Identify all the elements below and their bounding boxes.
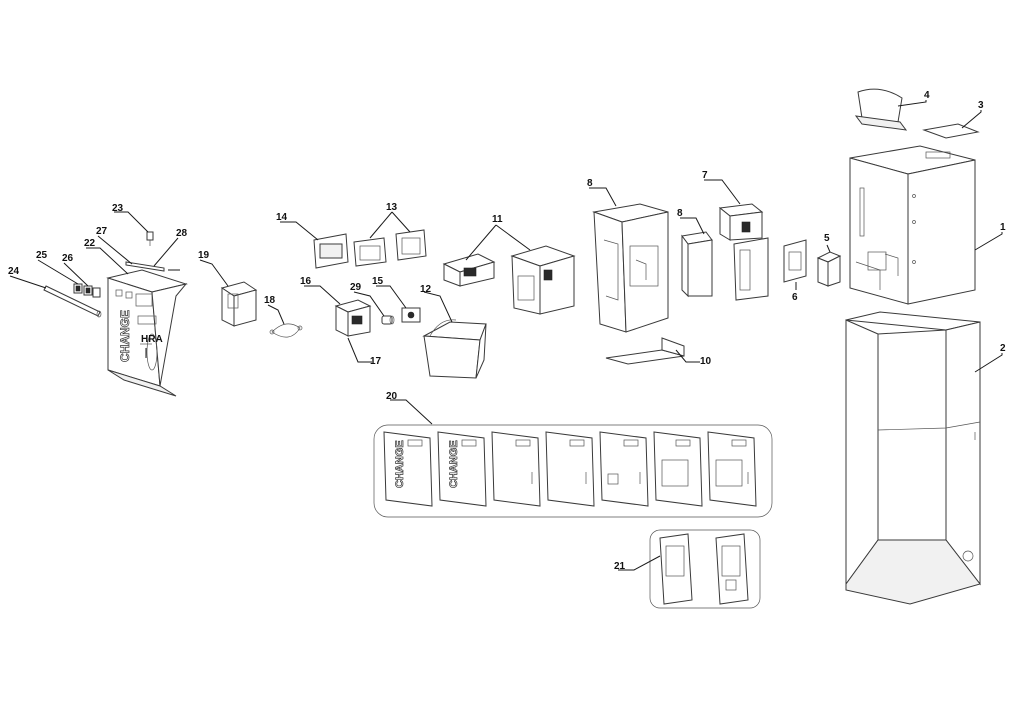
part-7-validator — [718, 203, 769, 301]
panel-c — [491, 431, 541, 507]
part-10-tray — [605, 337, 685, 365]
callout-5: 5 — [824, 233, 830, 244]
callout-8-hopper: 8 — [587, 178, 593, 189]
panel-e — [599, 431, 649, 507]
callout-10: 10 — [700, 356, 712, 367]
callout-21: 21 — [614, 561, 626, 572]
callout-7: 7 — [702, 170, 708, 181]
part-15-lock — [401, 307, 421, 323]
part-8-tube — [681, 231, 713, 298]
callout-1: 1 — [1000, 222, 1006, 233]
part-24-rod — [43, 285, 102, 318]
part-13-frame-a — [353, 237, 387, 267]
part-4-header — [854, 88, 908, 131]
callout-29: 29 — [350, 282, 362, 293]
part-26-button — [83, 285, 101, 298]
panel-a-change-text: CHANGE — [394, 440, 406, 488]
part-2-stand — [845, 311, 981, 605]
callout-23: 23 — [112, 203, 124, 214]
callout-12: 12 — [420, 284, 432, 295]
callout-20: 20 — [386, 391, 398, 402]
callout-25: 25 — [36, 250, 48, 261]
panel-f — [653, 431, 703, 507]
part-12-bucket — [422, 319, 487, 379]
panel-g — [707, 431, 757, 507]
part-14-display — [313, 233, 349, 269]
part-18-cable — [269, 323, 303, 338]
panel-a: CHANGE — [383, 431, 433, 507]
callout-3: 3 — [978, 100, 984, 111]
callout-6: 6 — [792, 292, 798, 303]
part-hopper-housing — [592, 203, 669, 333]
callout-24: 24 — [8, 266, 20, 277]
callout-2: 2 — [1000, 343, 1006, 354]
part-11-coin-mech-b — [510, 245, 576, 315]
part-27-strip — [125, 261, 165, 272]
callout-14: 14 — [276, 212, 288, 223]
callout-4: 4 — [924, 90, 930, 101]
part-13-frame-b — [395, 229, 427, 261]
part-11-coin-mech-a — [442, 253, 496, 287]
part-5-box — [816, 251, 842, 287]
panel-b-change-text: CHANGE — [448, 440, 460, 488]
part-21-side-panel-group — [649, 529, 761, 609]
callout-16: 16 — [300, 276, 312, 287]
callout-27: 27 — [96, 226, 108, 237]
part-23-screw — [146, 231, 154, 246]
callout-8-tube: 8 — [677, 208, 683, 219]
callout-17: 17 — [370, 356, 382, 367]
callout-26: 26 — [62, 253, 74, 264]
part-3-plate — [922, 123, 980, 139]
part-16-coin-entry — [334, 299, 372, 337]
front-door-change-text: CHANGE — [118, 310, 132, 362]
part-6-plate — [783, 239, 807, 283]
side-panel-b — [715, 533, 749, 605]
front-door-brand-text: HRA — [141, 334, 163, 345]
side-panel-a — [659, 533, 693, 605]
callout-11: 11 — [492, 214, 503, 225]
panel-b: CHANGE — [437, 431, 487, 507]
part-20-panel-group: CHANGE CHANGE — [373, 424, 773, 518]
leader-lines — [9, 100, 1003, 571]
callout-15: 15 — [372, 276, 384, 287]
part-19-chute — [220, 281, 258, 327]
callout-28: 28 — [176, 228, 188, 239]
part-22-front-door: CHANGE HRA — [106, 269, 188, 397]
part-25-button — [73, 283, 83, 294]
callout-18: 18 — [264, 295, 276, 306]
callout-13: 13 — [386, 202, 398, 213]
part-29-bushing — [381, 315, 395, 325]
callout-22: 22 — [84, 238, 96, 249]
callout-labels: 1 2 3 4 5 6 7 8 8 10 11 12 13 14 15 16 1… — [8, 90, 1006, 572]
callout-19: 19 — [198, 250, 210, 261]
panel-d — [545, 431, 595, 507]
part-1-upper-cabinet — [849, 145, 976, 305]
